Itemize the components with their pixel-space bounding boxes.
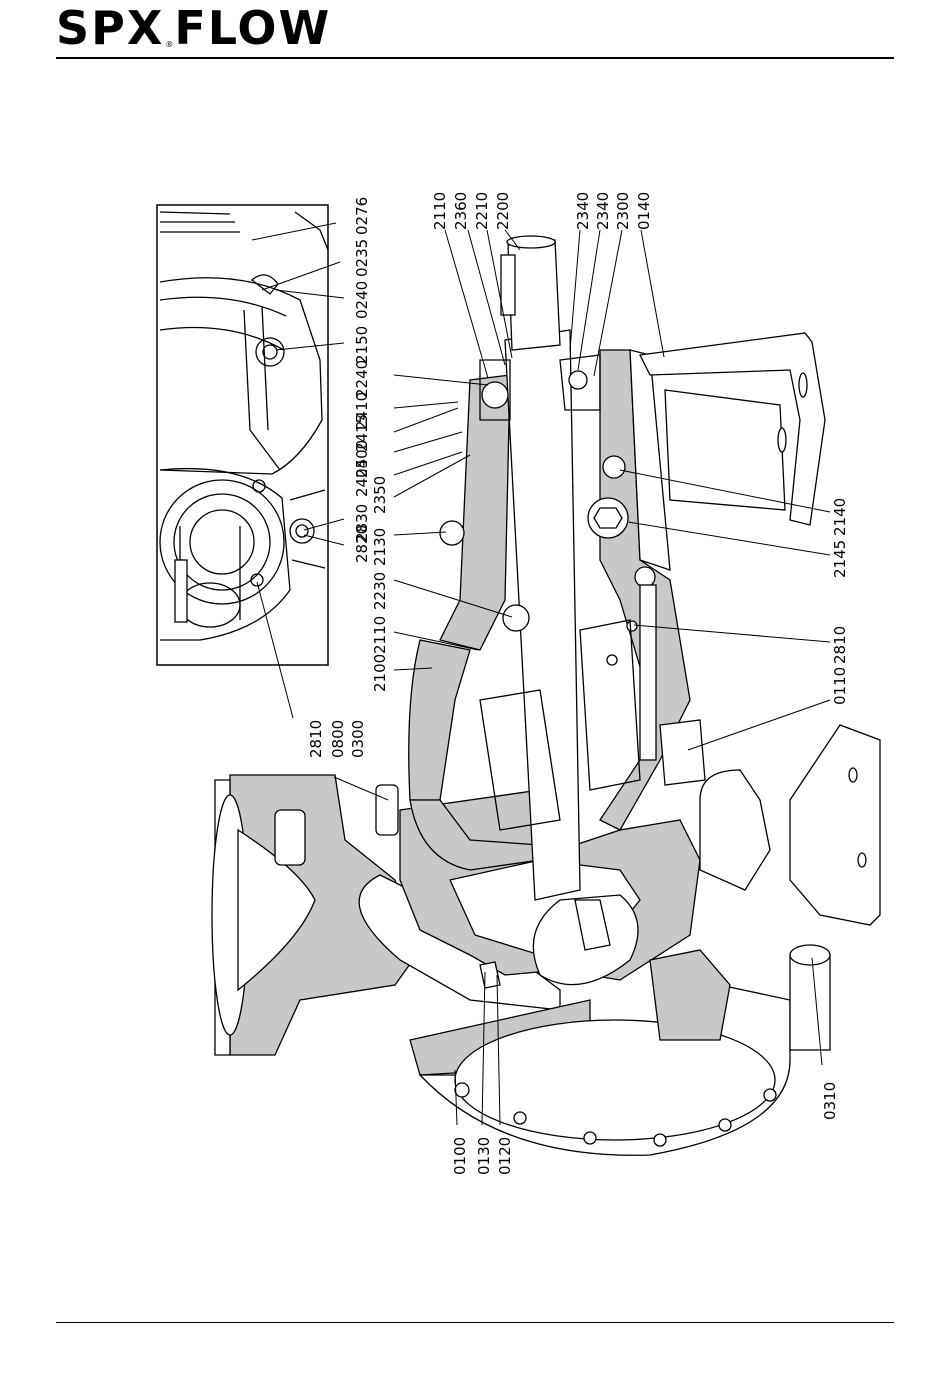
label-0120: 0120	[496, 1137, 514, 1175]
label-0300: 0300	[349, 720, 367, 758]
main-sectional-view	[212, 236, 880, 1155]
label-2405: 2405	[353, 459, 371, 497]
label-2340-a: 2340	[574, 192, 592, 230]
label-2210: 2210	[473, 192, 491, 230]
label-0276: 0276	[353, 197, 371, 235]
label-2130: 2130	[371, 528, 389, 566]
label-0130: 0130	[475, 1137, 493, 1175]
label-2360: 2360	[452, 192, 470, 230]
inset-detail-view	[157, 205, 328, 665]
label-2810-right: 2810	[831, 626, 849, 664]
label-2810-left: 2810	[307, 720, 325, 758]
label-2300: 2300	[614, 192, 632, 230]
label-2100: 2100	[371, 654, 389, 692]
label-0110: 0110	[831, 667, 849, 705]
label-0240: 0240	[353, 281, 371, 319]
label-2110-lower: 2110	[371, 616, 389, 654]
label-0235: 0235	[353, 239, 371, 277]
label-0140: 0140	[635, 192, 653, 230]
label-0100: 0100	[451, 1137, 469, 1175]
label-2820: 2820	[353, 525, 371, 563]
label-0310: 0310	[821, 1082, 839, 1120]
label-2230: 2230	[371, 572, 389, 610]
label-2340-b: 2340	[594, 192, 612, 230]
label-2350: 2350	[371, 476, 389, 514]
label-2145: 2145	[831, 540, 849, 578]
label-2110-upper: 2110	[431, 192, 449, 230]
label-0800: 0800	[329, 720, 347, 758]
label-2140: 2140	[831, 498, 849, 536]
footer-rule	[56, 1322, 894, 1323]
label-2150: 2150	[353, 326, 371, 364]
label-2200: 2200	[494, 192, 512, 230]
